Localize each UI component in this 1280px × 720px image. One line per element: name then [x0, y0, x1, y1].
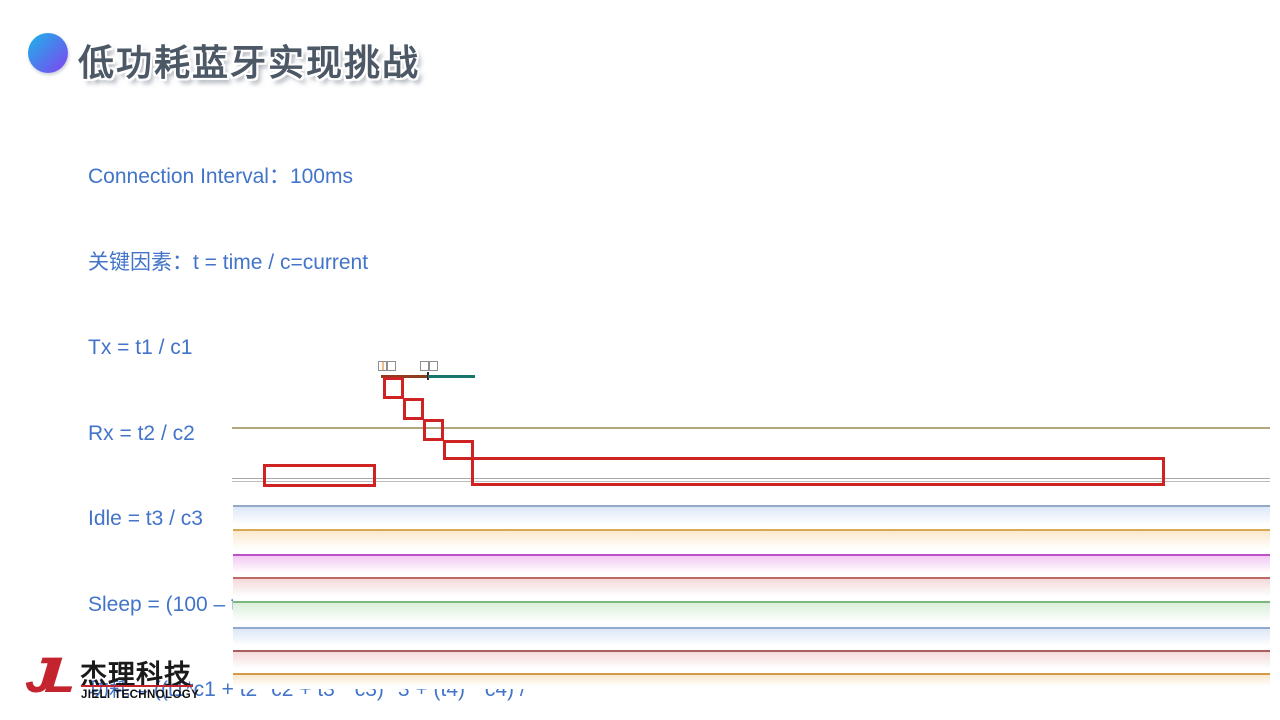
title-bullet-circle-icon [28, 33, 68, 73]
page-title: 低功耗蓝牙实现挑战 [78, 42, 421, 83]
body-text-block: Connection Interval：100ms 关键因素：t = time … [88, 106, 526, 720]
body-line-key-factors: 关键因素：t = time / c=current [88, 250, 369, 274]
body-line-sleep: Sleep = (100 – t1 –t2 –t3 –tx) / c4 [88, 592, 400, 616]
body-line-connection-interval: Connection Interval：100ms [88, 165, 353, 188]
body-line-rx: Rx = t2 / c2 [88, 421, 195, 445]
company-logo: JL 杰理科技 JIELI TECHNOLOGY [23, 647, 206, 710]
logo-company-name-en: JIELI TECHNOLOGY [81, 689, 200, 701]
logo-red-rule [81, 685, 193, 687]
body-line-tx: Tx = t1 / c1 [88, 336, 193, 359]
body-line-idle: Idle = t3 / c3 [88, 507, 203, 530]
title-row: 低功耗蓝牙实现挑战 [0, 0, 1280, 90]
trace-sleep-long-rect [471, 457, 1165, 486]
logo-jl-monogram-icon: JL [23, 647, 72, 703]
